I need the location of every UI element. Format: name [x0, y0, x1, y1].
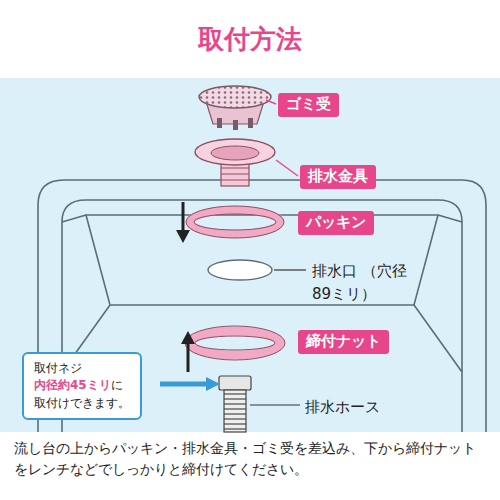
leader-line: [276, 160, 298, 176]
part-name: 締付ナット: [306, 332, 381, 352]
part-tag: 締付ナット: [298, 330, 389, 354]
callout-line: 取付けできます。: [34, 395, 130, 412]
direction-arrow: [181, 331, 195, 372]
strainer-basket: [199, 86, 271, 130]
part-tag: パッキン: [298, 211, 374, 235]
part-name: 排水金具: [308, 167, 368, 187]
part-tag: ゴミ受: [278, 93, 339, 117]
drain-fitting: [195, 139, 275, 186]
callout-pointer: [160, 377, 220, 391]
background-panel: [0, 78, 500, 432]
lock-nut: [185, 326, 285, 360]
callout-text: 取付ネジ: [34, 361, 82, 375]
part-tag: 排水金具: [300, 165, 376, 189]
part-label: 排水口 （穴径89ミリ）: [312, 260, 424, 305]
title: 取付方法: [0, 22, 500, 57]
callout-line: 内径約45ミリに: [34, 377, 130, 394]
part-name: ゴミ受: [286, 95, 331, 115]
part-label: 排水ホース: [305, 396, 485, 419]
leader-line: [274, 269, 306, 270]
highlight-text: 内径約45ミリ: [34, 378, 111, 392]
callout-line: 取付ネジ: [34, 360, 130, 377]
callout-text: 取付けできます。: [34, 396, 130, 410]
drain-hole: [208, 260, 272, 280]
leader-line: [250, 404, 300, 405]
leader-line: [266, 100, 276, 104]
packing-ring: [186, 206, 284, 238]
callout-text: に: [111, 378, 123, 392]
caption: 流し台の上からパッキン・排水金具・ゴミ受を差込み、下から締付ナットをレンチなどで…: [14, 438, 488, 480]
direction-arrow: [176, 202, 190, 243]
callout-box: 取付ネジ内径約45ミリに取付けできます。: [22, 352, 142, 420]
drain-hose: [219, 376, 251, 432]
part-name: パッキン: [306, 213, 366, 233]
